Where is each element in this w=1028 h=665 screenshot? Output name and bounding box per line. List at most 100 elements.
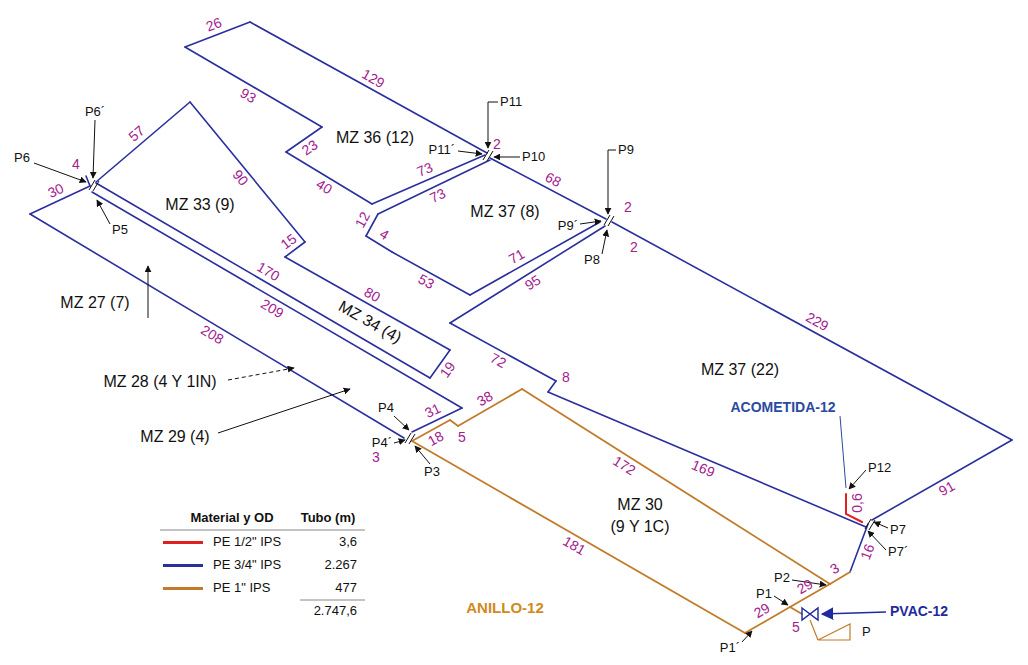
fitting-mark <box>89 180 99 191</box>
fitting-mark <box>865 519 875 530</box>
dimension-label: 91 <box>936 478 957 499</box>
table-cell: 2.267 <box>324 558 357 572</box>
point-label: P11´ <box>429 143 456 157</box>
dimension-label: 4 <box>377 227 392 244</box>
pipe-3-4 <box>96 102 190 182</box>
point-label: P7 <box>890 523 906 537</box>
table-cell: 477 <box>335 581 357 595</box>
block-label: (9 Y 1C) <box>611 518 670 536</box>
dimension-label: 2 <box>493 137 501 152</box>
table-cell: 3,6 <box>339 535 357 549</box>
point-label: P7´ <box>888 545 908 559</box>
point-label: P9 <box>618 143 634 157</box>
dimension-label: 12 <box>353 210 374 231</box>
dimension-label: 170 <box>254 259 282 284</box>
dimension-label: 29 <box>794 576 815 597</box>
dimension-label: 90 <box>229 167 251 189</box>
point-label: P <box>862 625 871 639</box>
point-label: P1´ <box>720 641 740 655</box>
block-label: MZ 29 (4) <box>140 428 209 446</box>
dimension-label: 2 <box>630 240 638 255</box>
leader-arrow <box>742 631 752 642</box>
leader-arrow <box>608 150 616 214</box>
dimension-label: 229 <box>803 310 831 335</box>
leader-arrow <box>458 151 482 154</box>
point-label: P4 <box>378 401 394 415</box>
pipe-3-4 <box>470 222 600 295</box>
dimension-label: 5 <box>458 430 466 445</box>
pipe-3-4 <box>96 183 430 378</box>
table-header: Material y OD <box>190 511 273 525</box>
acometida-leader <box>840 416 846 488</box>
dimension-label: 129 <box>359 66 387 91</box>
pipe-3-4 <box>450 226 605 323</box>
pipe-3-4 <box>548 381 556 392</box>
dimension-label: 31 <box>422 401 443 422</box>
dimension-label: 26 <box>204 15 224 35</box>
pipe-3-4 <box>612 222 1012 440</box>
leader-arrow <box>580 221 601 224</box>
legend-text: PE 1/2" IPS <box>213 535 281 549</box>
pipe-3-4 <box>285 257 450 350</box>
leader-arrow <box>148 266 149 318</box>
point-label: P6´ <box>85 105 105 119</box>
point-label: P8 <box>584 253 600 267</box>
leader-arrow <box>34 102 888 642</box>
point-label: P4´ <box>372 436 392 450</box>
legend-swatch <box>163 541 203 544</box>
block-label: MZ 34 (4) <box>335 297 404 346</box>
dimension-label: 19 <box>437 359 459 381</box>
leader-arrow <box>494 157 520 158</box>
table-rule <box>300 600 365 601</box>
legend-swatch <box>163 564 203 567</box>
leader-arrow <box>97 200 110 224</box>
dimension-label: 2 <box>624 200 632 215</box>
pipe-3-4 <box>250 22 487 153</box>
dimension-label: 40 <box>313 176 334 197</box>
dimension-label: 169 <box>689 457 717 480</box>
dimension-label: 53 <box>416 272 437 293</box>
dimension-label: 30 <box>45 181 66 202</box>
acometida-leader <box>840 416 846 488</box>
pipe-3-4 <box>450 323 556 381</box>
dimension-label: 5 <box>792 620 800 635</box>
leader-arrow <box>394 416 409 430</box>
pipe-3-4 <box>286 152 372 204</box>
pressure-symbol <box>810 620 818 640</box>
pipe-1 <box>458 389 522 426</box>
dimension-label: 23 <box>299 137 321 159</box>
pipe-1 <box>522 389 830 584</box>
point-label: P12 <box>868 461 891 475</box>
dimension-label: 181 <box>560 533 588 558</box>
table-header: Tubo (m) <box>301 511 356 525</box>
block-label: MZ 37 (22) <box>701 361 779 379</box>
service-label: ACOMETIDA-12 <box>730 400 835 415</box>
valve-label: PVAC-12 <box>890 604 948 619</box>
pressure-symbol <box>810 620 850 640</box>
legend-text: PE 3/4" IPS <box>213 558 281 572</box>
dimension-label: 0,6 <box>850 493 865 512</box>
pipe-1 <box>412 441 745 633</box>
fitting-mark <box>483 150 493 161</box>
fitting-mark <box>89 150 875 530</box>
legend-text: PE 1" IPS <box>213 581 270 595</box>
dimension-label: 3 <box>828 561 843 578</box>
pipe-1 <box>450 420 458 426</box>
dimension-label: 172 <box>610 453 638 478</box>
pipe-3-4 <box>86 176 90 186</box>
dimension-label: 73 <box>428 186 449 207</box>
block-label: MZ 33 (9) <box>165 196 234 214</box>
leader-arrow <box>228 368 294 380</box>
pipe-3-4 <box>190 102 305 242</box>
dimension-label: 80 <box>362 284 383 305</box>
leader-arrow <box>394 440 405 443</box>
leader-arrow <box>874 522 888 528</box>
leader-arrow <box>93 120 95 178</box>
table-rule <box>160 530 365 600</box>
dimension-label: 68 <box>542 169 563 190</box>
leader-arrow <box>849 470 866 489</box>
dimension-label: 8 <box>562 370 570 385</box>
point-label: P1 <box>756 587 772 601</box>
point-label: P6 <box>14 151 30 165</box>
